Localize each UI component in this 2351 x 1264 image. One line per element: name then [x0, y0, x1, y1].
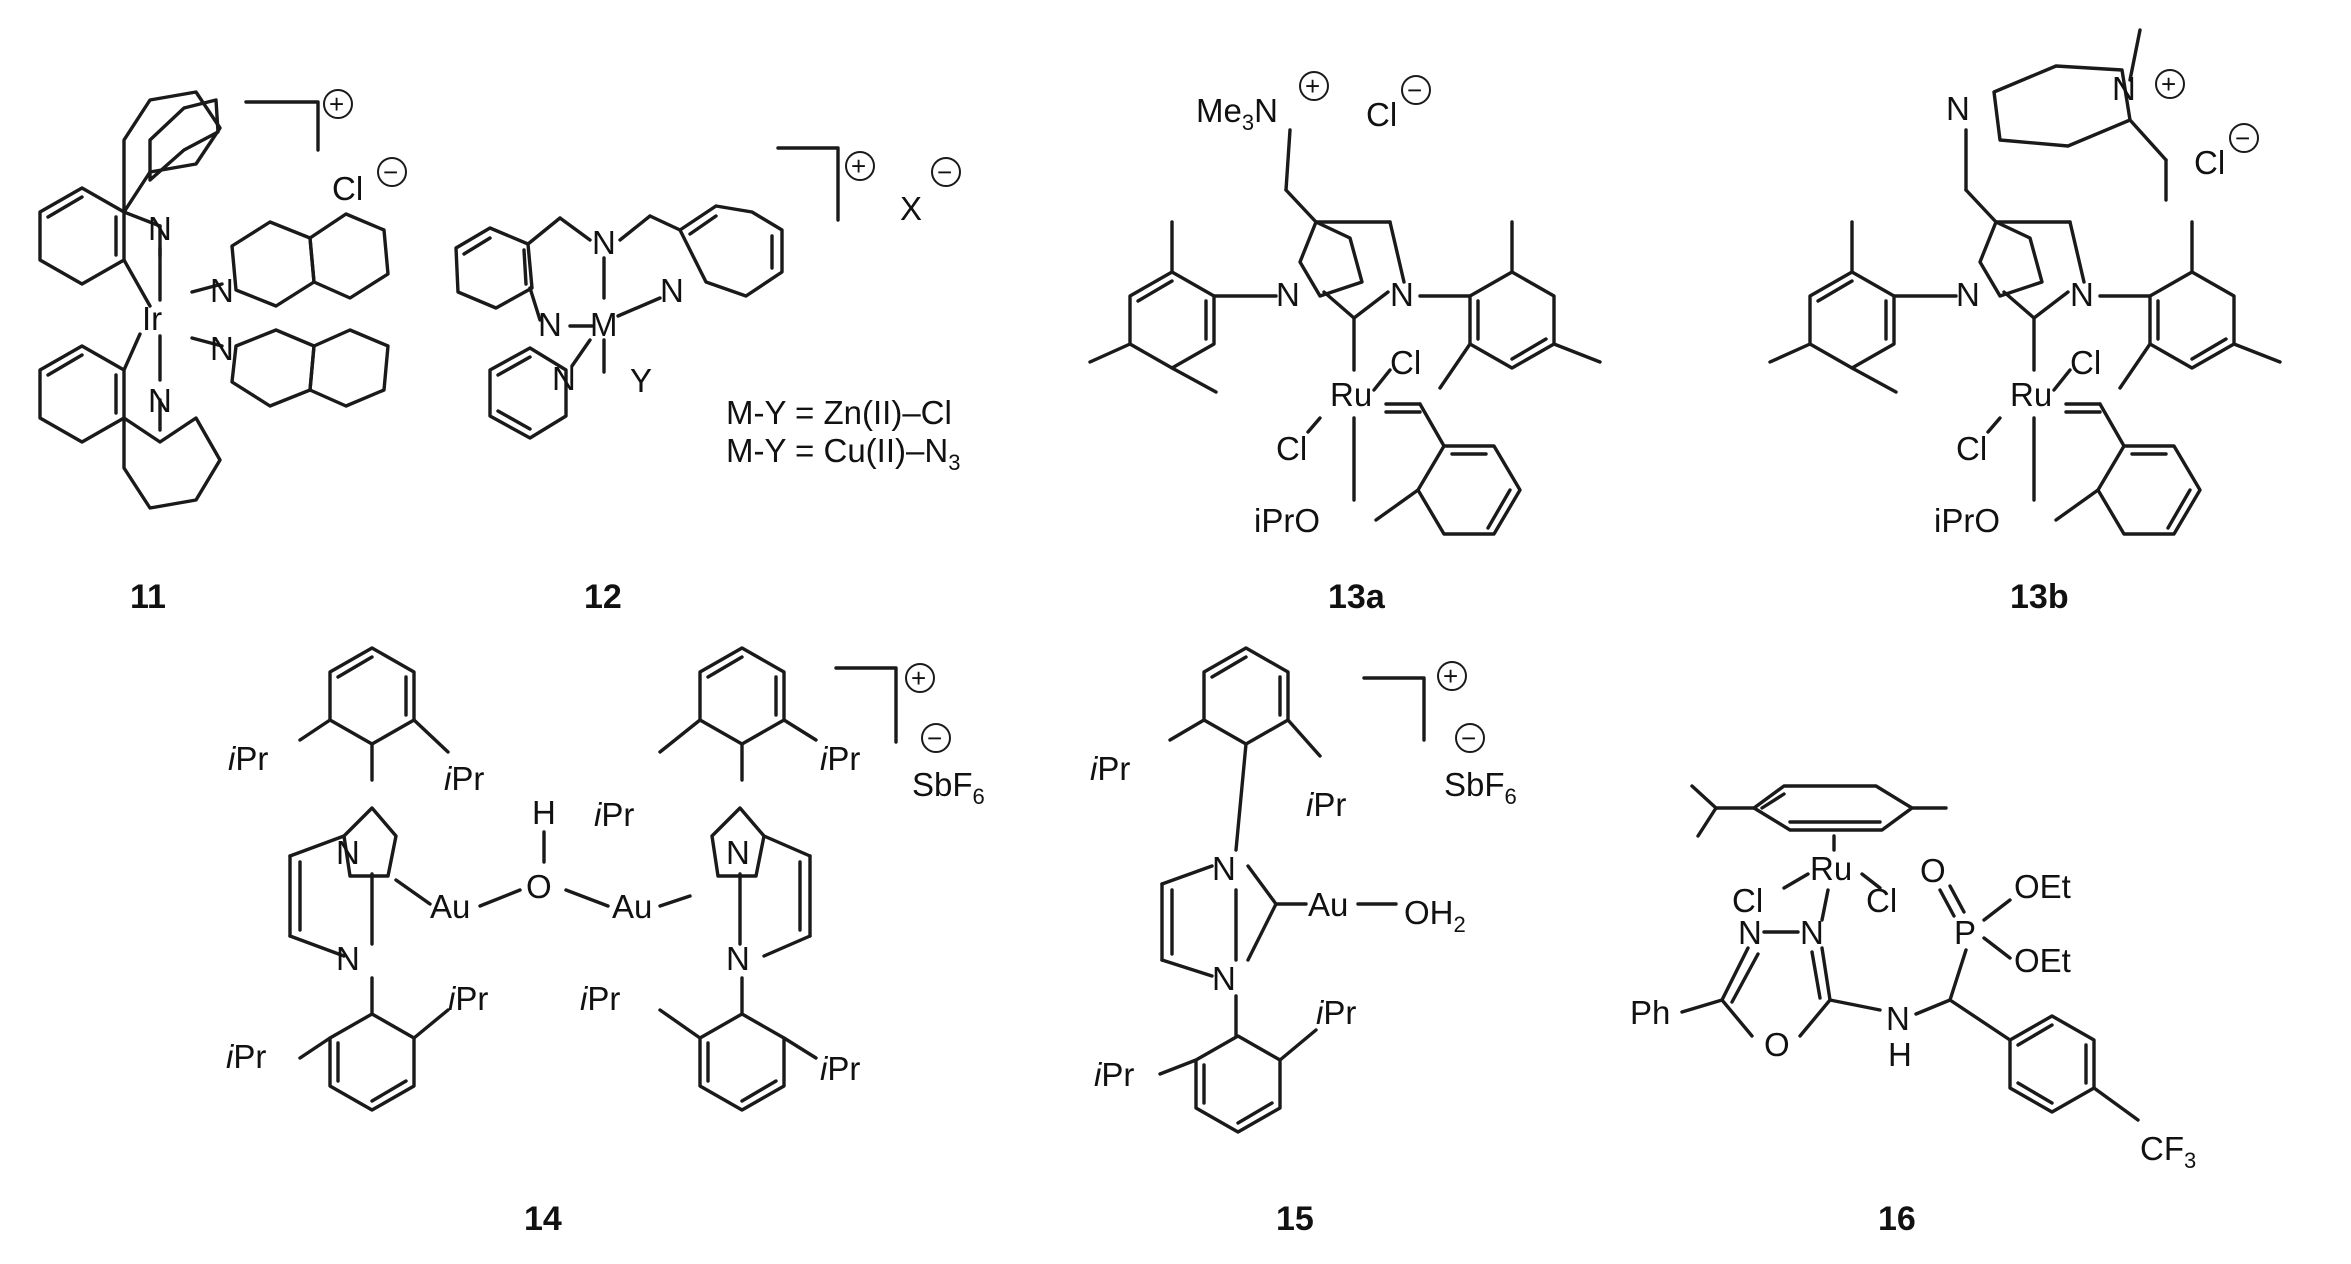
note-cu: M-Y = Cu(II)–N3 — [726, 432, 960, 475]
ipr-group: iPr — [1094, 1056, 1134, 1093]
counterion-cl: Cl — [2194, 144, 2225, 181]
cf3-group: CF3 — [2140, 1130, 2196, 1173]
metal-au: Au — [430, 888, 470, 925]
atom-n: N — [148, 382, 172, 419]
label-13b: 13b — [2010, 578, 2069, 616]
ligand-cl: Cl — [1956, 430, 1987, 467]
phosphorus-p: P — [1954, 914, 1976, 951]
atom-n: N — [660, 272, 684, 309]
ligand-cl: Cl — [1276, 430, 1307, 467]
minus-charge: − — [927, 723, 942, 753]
label-13a: 13a — [1328, 578, 1386, 616]
metal-au: Au — [612, 888, 652, 925]
label-11: 11 — [130, 578, 166, 616]
phenyl-ph: Ph — [1630, 994, 1670, 1031]
atom-n: N — [726, 940, 750, 977]
metal-ru: Ru — [1330, 376, 1372, 413]
ipr-group: iPr — [1090, 750, 1130, 787]
compound-15: iPr iPr N N Au OH2 iPr iPr + − SbF6 15 — [1090, 646, 1517, 1238]
atom-n: N — [1946, 90, 1970, 127]
anion-sbf6: SbF6 — [1444, 766, 1517, 809]
oet-group: OEt — [2014, 942, 2071, 979]
compound-16: Ru Cl Cl N N O Ph N H P O OEt OEt CF3 16 — [1630, 784, 2196, 1238]
plus-charge: + — [329, 89, 344, 119]
ligand-y: Y — [630, 362, 652, 399]
counterion-cl: Cl — [332, 170, 363, 207]
ipr-group: iPr — [226, 1038, 266, 1075]
minus-charge: − — [1461, 723, 1476, 753]
label-12: 12 — [584, 578, 622, 616]
ipr-group: iPr — [1316, 994, 1356, 1031]
nh-h: H — [1888, 1036, 1912, 1073]
atom-n: N — [210, 272, 234, 309]
ligand-cl: Cl — [2070, 344, 2101, 381]
ipr-group: iPr — [444, 760, 484, 797]
compound-13a: Me3N + Cl − N N Ru Cl Cl iPrO 13a — [1088, 71, 1602, 616]
label-15: 15 — [1276, 1200, 1314, 1238]
atom-n: N — [1212, 960, 1236, 997]
compound-12: N N M N N Y + X − M-Y = Zn(II)–Cl M-Y = … — [454, 146, 961, 616]
plus-charge: + — [851, 151, 866, 181]
minus-charge: − — [383, 157, 398, 187]
note-zn: M-Y = Zn(II)–Cl — [726, 394, 952, 431]
metal-au: Au — [1308, 886, 1348, 923]
plus-charge: + — [1305, 71, 1320, 101]
atom-n: N — [336, 940, 360, 977]
atom-n: N — [552, 360, 576, 397]
atom-n: N — [726, 834, 750, 871]
ligand-cl: Cl — [1732, 882, 1763, 919]
atom-n: N — [2070, 276, 2094, 313]
ipr-group: iPr — [448, 980, 488, 1017]
plus-charge: + — [2161, 69, 2176, 99]
ipr-group: iPr — [820, 740, 860, 777]
minus-charge: − — [937, 157, 952, 187]
ipr-group: iPr — [1306, 786, 1346, 823]
minus-charge: − — [1407, 75, 1422, 105]
anion-sbf6: SbF6 — [912, 766, 985, 809]
plus-charge: + — [911, 663, 926, 693]
compound-14: iPr iPr N N Au O H Au iPr iPr N N iPr iP… — [226, 646, 985, 1238]
ether-ipro: iPrO — [1934, 502, 2000, 539]
atom-n: N — [210, 330, 234, 367]
phosphoryl-o: O — [1920, 852, 1946, 889]
nh-n: N — [1886, 1000, 1910, 1037]
ipr-group: iPr — [228, 740, 268, 777]
ipr-group: iPr — [594, 796, 634, 833]
atom-n: N — [538, 306, 562, 343]
metal-ru: Ru — [1810, 850, 1852, 887]
compound-11: N Ir N N N + Cl − 11 — [38, 89, 407, 616]
atom-n: N — [1212, 850, 1236, 887]
atom-n: N — [1390, 276, 1414, 313]
counterion-x: X — [900, 190, 922, 227]
compound-13b: N N + Cl − N N Ru Cl Cl iPrO 13b — [1768, 28, 2282, 616]
bridge-o: O — [526, 868, 552, 905]
water-oh2: OH2 — [1404, 894, 1466, 937]
atom-n: N — [2112, 70, 2136, 107]
ligand-cl: Cl — [1390, 344, 1421, 381]
ring-o: O — [1764, 1026, 1790, 1063]
minus-charge: − — [2235, 123, 2250, 153]
ipr-group: iPr — [580, 980, 620, 1017]
atom-n: N — [148, 210, 172, 247]
oet-group: OEt — [2014, 868, 2071, 905]
atom-n: N — [1800, 914, 1824, 951]
counterion-cl: Cl — [1366, 96, 1397, 133]
atom-n: N — [336, 834, 360, 871]
atom-n: N — [592, 224, 616, 261]
atom-n: N — [1276, 276, 1300, 313]
atom-n: N — [1738, 914, 1762, 951]
atom-n: N — [1956, 276, 1980, 313]
ammonium-group: Me3N — [1196, 92, 1278, 135]
metal-ir: Ir — [142, 300, 162, 337]
metal-ru: Ru — [2010, 376, 2052, 413]
label-14: 14 — [524, 1200, 562, 1238]
label-16: 16 — [1878, 1200, 1916, 1238]
metal-m: M — [590, 306, 618, 343]
ether-ipro: iPrO — [1254, 502, 1320, 539]
bridge-h: H — [532, 794, 556, 831]
ipr-group: iPr — [820, 1050, 860, 1087]
plus-charge: + — [1443, 661, 1458, 691]
